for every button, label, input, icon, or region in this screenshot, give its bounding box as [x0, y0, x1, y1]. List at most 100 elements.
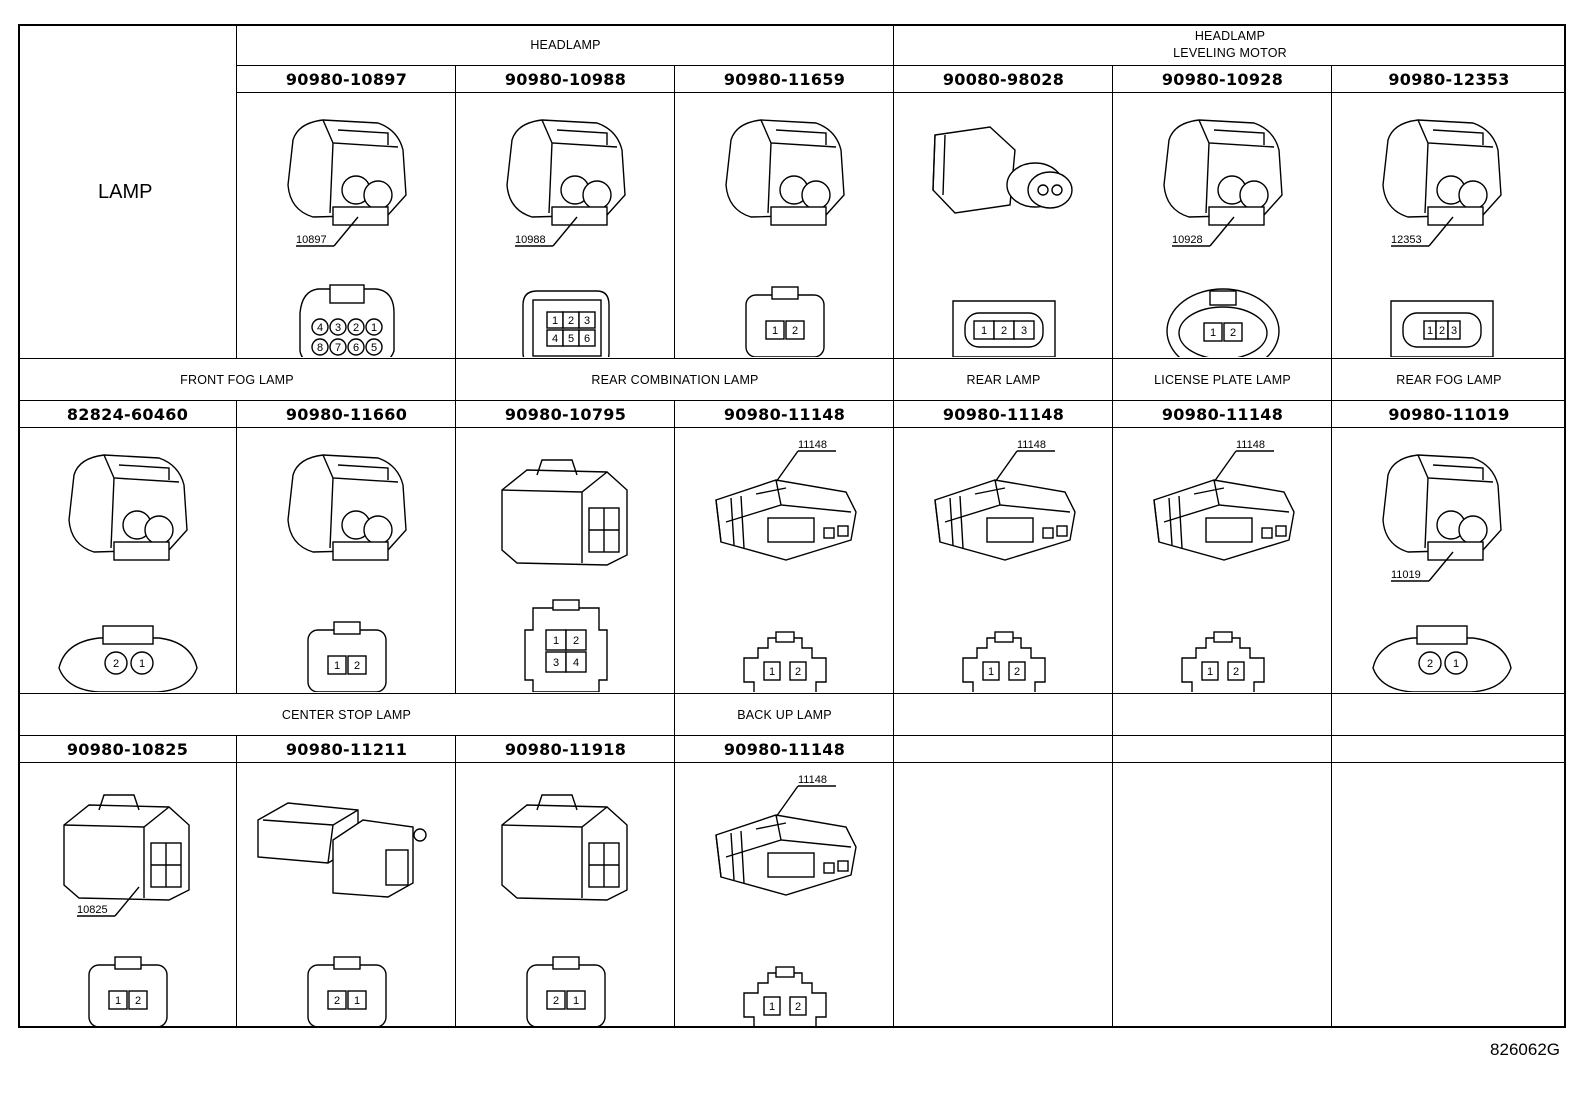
part-number[interactable]: 90980-10928 — [1161, 70, 1284, 89]
pin-number: 4 — [552, 333, 558, 345]
part-number[interactable]: 90980-11918 — [504, 740, 627, 759]
connector-2pin-oval-drawing[interactable]: 1 2 10928 — [1114, 95, 1332, 357]
pin-number: 1 — [1210, 327, 1216, 339]
category-header: LICENSE PLATE LAMP — [1154, 372, 1291, 387]
pin-number: 2 — [1439, 325, 1445, 337]
category-header: FRONT FOG LAMP — [180, 372, 294, 387]
part-number[interactable] — [1332, 736, 1566, 763]
category-header: REAR COMBINATION LAMP — [591, 372, 759, 387]
part-number[interactable]: 90980-11148 — [723, 740, 846, 759]
part-number[interactable]: 90980-11660 — [285, 405, 408, 424]
pin-number: 2 — [1230, 327, 1236, 339]
pin-number: 4 — [573, 657, 579, 669]
callout-label: 10988 — [515, 216, 578, 247]
column-divider — [455, 736, 456, 1028]
connector-3pin-round-icon — [932, 126, 1073, 214]
pin-number: 2 — [353, 322, 359, 334]
pin-number: 2 — [792, 325, 798, 337]
callout-label: 10897 — [296, 216, 359, 247]
part-number[interactable]: 90980-11148 — [1161, 405, 1284, 424]
column-divider — [236, 736, 237, 1028]
pin-number: 6 — [584, 333, 590, 345]
column-divider — [1331, 66, 1332, 359]
part-number[interactable]: 82824-60460 — [66, 405, 189, 424]
pin-number: 2 — [568, 315, 574, 327]
pin-number: 7 — [335, 342, 341, 354]
header-rule — [18, 735, 1566, 736]
part-number[interactable]: 90980-10988 — [504, 70, 627, 89]
part-number[interactable]: 90980-10825 — [66, 740, 189, 759]
pin-number: 3 — [553, 657, 559, 669]
svg-text:11148: 11148 — [1017, 439, 1046, 451]
pin-number: 2 — [795, 666, 801, 678]
part-number[interactable]: 90080-98028 — [942, 70, 1065, 89]
part-number[interactable] — [1113, 736, 1332, 763]
connector-2pin-box-icon — [63, 794, 190, 901]
part-number[interactable]: 90980-10897 — [285, 70, 408, 89]
column-divider — [455, 66, 456, 359]
header-divider — [1112, 359, 1113, 401]
pin-number: 1 — [371, 322, 377, 334]
lamp-title: LAMP — [98, 181, 153, 203]
category-header: REAR FOG LAMP — [1396, 372, 1502, 387]
connector-2pin-long-icon — [501, 794, 628, 901]
column-divider — [674, 66, 675, 359]
part-number[interactable]: 90980-11211 — [285, 740, 408, 759]
part-number-rule — [18, 762, 1566, 763]
callout-label: 12353 — [1391, 216, 1454, 247]
header-divider — [674, 694, 675, 736]
part-number[interactable]: 90980-11148 — [942, 405, 1065, 424]
part-number[interactable]: 90980-11659 — [723, 70, 846, 89]
part-number[interactable]: 90980-12353 — [1388, 70, 1510, 89]
svg-text:10988: 10988 — [515, 234, 546, 246]
pin-number: 6 — [353, 342, 359, 354]
pin-number: 2 — [354, 660, 360, 672]
part-number[interactable]: 90980-11148 — [723, 405, 846, 424]
connector-4pin-icon — [501, 459, 628, 566]
section-rule — [18, 358, 1566, 359]
svg-text:10928: 10928 — [1172, 234, 1203, 246]
part-number[interactable]: 90980-10795 — [504, 405, 627, 424]
column-divider — [1112, 66, 1113, 359]
connector-2pin-clip-icon — [257, 802, 427, 898]
category-header: CENTER STOP LAMP — [281, 707, 412, 722]
pin-number: 1 — [553, 635, 559, 647]
part-number[interactable] — [894, 736, 1113, 763]
part-number[interactable]: 90980-11019 — [1388, 405, 1510, 424]
category-header — [1113, 694, 1332, 736]
connector-2pin-flat-icon — [715, 814, 857, 896]
pin-number: 3 — [1021, 325, 1027, 337]
header-rule — [18, 400, 1566, 401]
svg-text:10897: 10897 — [296, 234, 327, 246]
pin-number: 3 — [335, 322, 341, 334]
header-divider — [1331, 694, 1332, 736]
figure-code: 826062G — [1490, 1040, 1560, 1059]
callout-label: 11148 — [1213, 439, 1274, 483]
section-rule — [18, 693, 1566, 694]
pin-number: 1 — [573, 995, 579, 1007]
column-divider — [1112, 401, 1113, 694]
